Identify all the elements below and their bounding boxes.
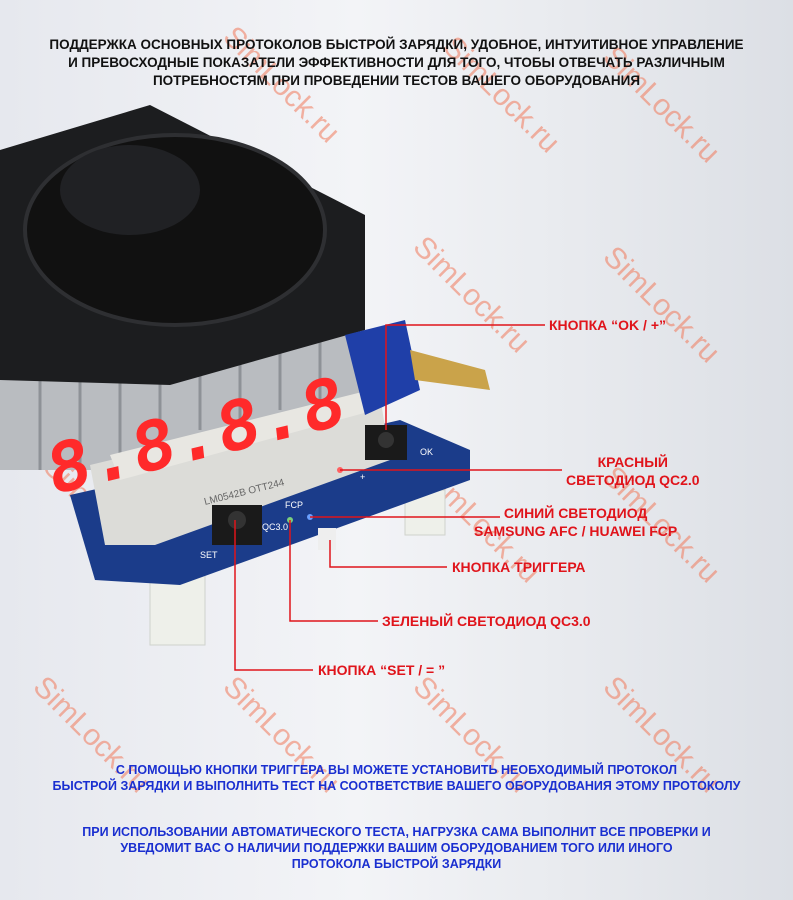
potentiometer [345, 320, 420, 415]
display-module [90, 395, 390, 545]
footer-paragraph-2: ПРИ ИСПОЛЬЗОВАНИИ АВТОМАТИЧЕСКОГО ТЕСТА,… [82, 825, 711, 871]
header-line: ПОДДЕРЖКА ОСНОВНЫХ ПРОТОКОЛОВ БЫСТРОЙ ЗА… [49, 37, 744, 52]
board-label: + [360, 472, 365, 482]
callout-green-led: ЗЕЛЕНЫЙ СВЕТОДИОД QC3.0 [382, 613, 591, 629]
standoff [149, 574, 206, 646]
callout-set-button: КНОПКА “SET / = ” [318, 662, 446, 678]
footer-paragraph-1: С ПОМОЩЬЮ КНОПКИ ТРИГГЕРА ВЫ МОЖЕТЕ УСТА… [52, 763, 741, 793]
board-label: OK [420, 447, 433, 457]
header-line: И ПРЕВОСХОДНЫЕ ПОКАЗАТЕЛИ ЭФФЕКТИВНОСТИ … [68, 55, 725, 70]
board-label: FCP [285, 500, 303, 510]
header-line: ПОТРЕБНОСТЯМ ПРИ ПРОВЕДЕНИИ ТЕСТОВ ВАШЕГ… [152, 73, 641, 88]
board-label: SET [200, 550, 218, 560]
trigger-button[interactable] [318, 528, 336, 550]
board-label: QC3.0 [262, 522, 288, 532]
header-text: ПОДДЕРЖКА ОСНОВНЫХ ПРОТОКОЛОВ БЫСТРОЙ ЗА… [0, 36, 793, 90]
callout-ok-button: КНОПКА “OK / +” [549, 317, 666, 333]
callout-lines [234, 324, 562, 671]
callout-trigger-button: КНОПКА ТРИГГЕРА [452, 559, 586, 575]
pot-screw [410, 350, 490, 390]
